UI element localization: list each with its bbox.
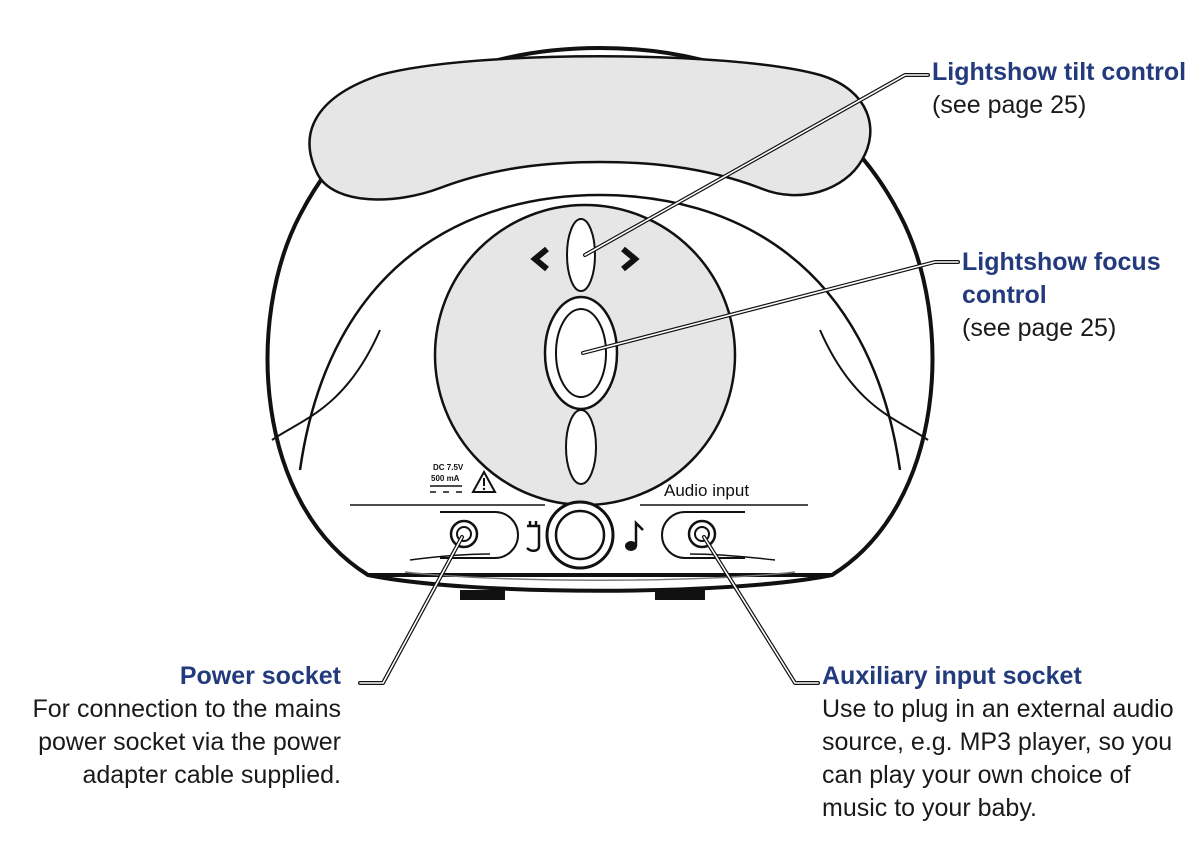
dc-rating-line1: DC 7.5V <box>433 463 464 472</box>
device-base-inner <box>404 571 796 581</box>
audio-input-label: Audio input <box>664 481 749 500</box>
callout-tilt-title: Lightshow tilt control <box>932 58 1187 86</box>
callout-aux-desc: Use to plug in an external audio source,… <box>822 695 1174 822</box>
leader-lines-inner <box>359 74 959 684</box>
device-side-right <box>819 329 929 441</box>
power-socket-housing <box>440 511 519 559</box>
callout-aux-title: Auxiliary input socket <box>822 662 1082 690</box>
warning-triangle-icon <box>471 469 497 493</box>
music-note-icon <box>625 519 644 551</box>
callout-tilt-control: Lightshow tilt control (see page 25) <box>932 56 1200 122</box>
top-shade <box>308 55 872 201</box>
callout-focus-control: Lightshow focus control (see page 25) <box>962 246 1200 345</box>
aux-socket-housing <box>661 511 745 559</box>
device-side-left <box>271 329 381 441</box>
callout-power-desc: For connection to the mains power socket… <box>32 695 342 789</box>
callout-aux-socket: Auxiliary input socket Use to plug in an… <box>822 660 1201 825</box>
device-inner-arch <box>298 193 902 471</box>
device-foot-left <box>460 590 505 600</box>
chevron-left-right-icon <box>530 246 640 272</box>
device-base <box>367 573 833 593</box>
volume-knob-inner <box>554 509 606 561</box>
dc-rating-line2: 500 mA <box>431 474 460 483</box>
callout-focus-desc: (see page 25) <box>962 314 1117 342</box>
dc-symbol-icon <box>430 485 462 493</box>
callout-tilt-desc: (see page 25) <box>932 91 1087 119</box>
callout-power-socket: Power socket For connection to the mains… <box>0 660 342 792</box>
panel-lower-line-right <box>689 553 776 561</box>
device-foot-right <box>655 590 705 600</box>
callout-power-title: Power socket <box>179 662 341 690</box>
lower-light-window <box>565 409 597 485</box>
callout-focus-title: Lightshow focus control <box>962 248 1161 309</box>
power-plug-icon <box>526 521 541 552</box>
tilt-control-knob[interactable] <box>566 218 596 292</box>
